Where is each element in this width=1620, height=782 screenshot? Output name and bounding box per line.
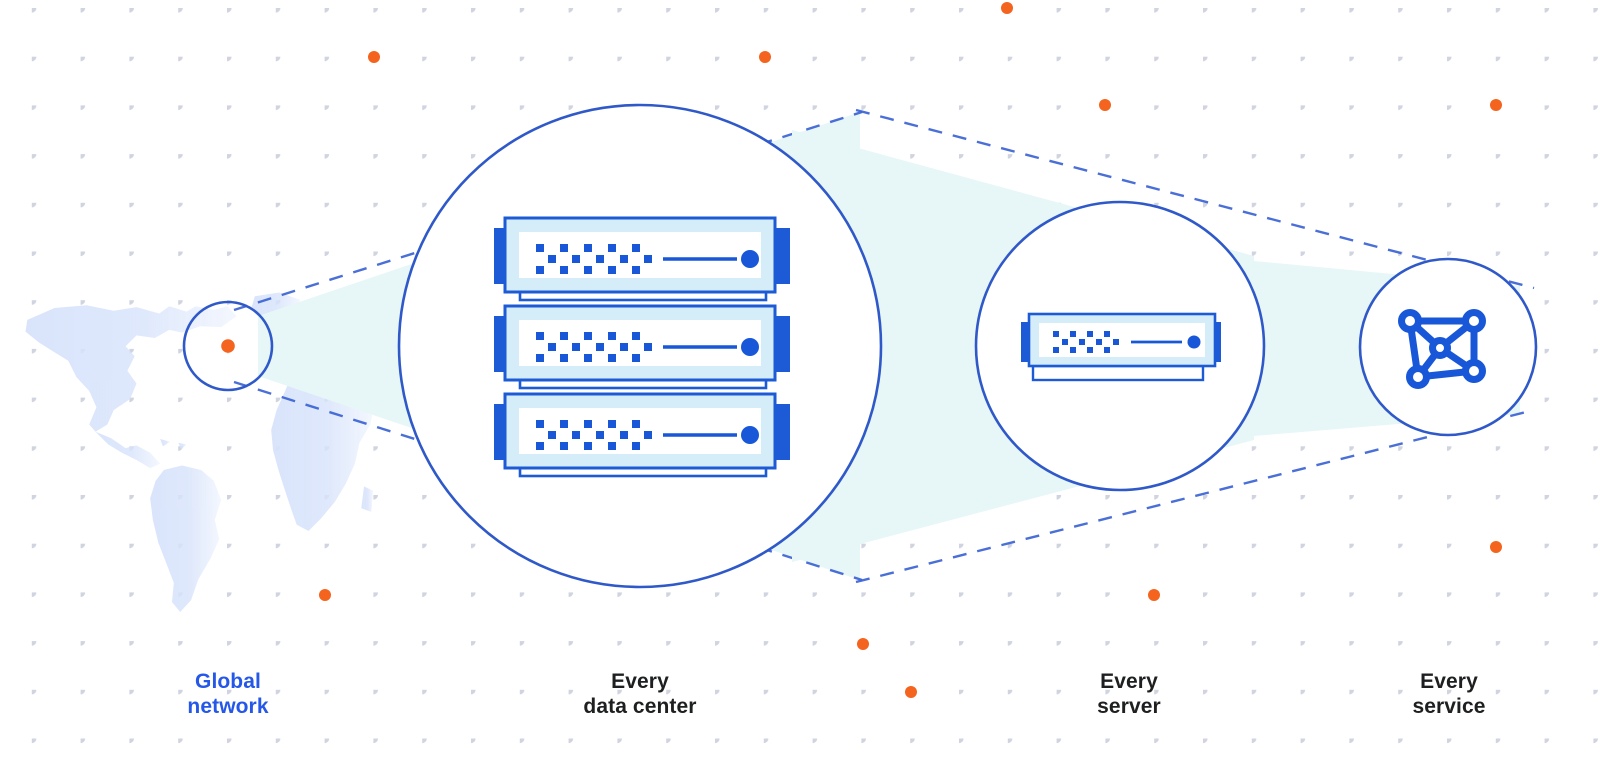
accent-dot-group (319, 2, 1502, 698)
accent-dot (319, 589, 331, 601)
network-graph-nodes (1398, 309, 1486, 389)
graph-node (1462, 309, 1486, 333)
accent-dot (905, 686, 917, 698)
graph-node (1462, 359, 1486, 383)
server-unit-2 (494, 304, 790, 390)
global-network-pin-dot (221, 339, 235, 353)
accent-dot (1099, 99, 1111, 111)
accent-dot (1490, 99, 1502, 111)
accent-dot (1490, 541, 1502, 553)
server-unit-1 (494, 216, 790, 302)
server-led-dots-3 (536, 420, 652, 450)
server-led-dots-1 (536, 244, 652, 274)
label-every-server: Every server (1097, 670, 1161, 718)
server-led-dots-single (1053, 331, 1119, 353)
label-every-data-center: Every data center (583, 670, 697, 718)
accent-dot (1148, 589, 1160, 601)
graph-node (1406, 365, 1430, 389)
accent-dot (1001, 2, 1013, 14)
server-led-dots-2 (536, 332, 652, 362)
graph-node (1398, 309, 1422, 333)
graph-node (1429, 337, 1451, 359)
label-every-service: Every service (1412, 670, 1486, 718)
accent-dot (857, 638, 869, 650)
server-unit-3 (494, 392, 790, 478)
label-global-network: Global network (187, 670, 269, 718)
accent-dot (368, 51, 380, 63)
accent-dot (759, 51, 771, 63)
single-server-unit (1021, 312, 1221, 382)
